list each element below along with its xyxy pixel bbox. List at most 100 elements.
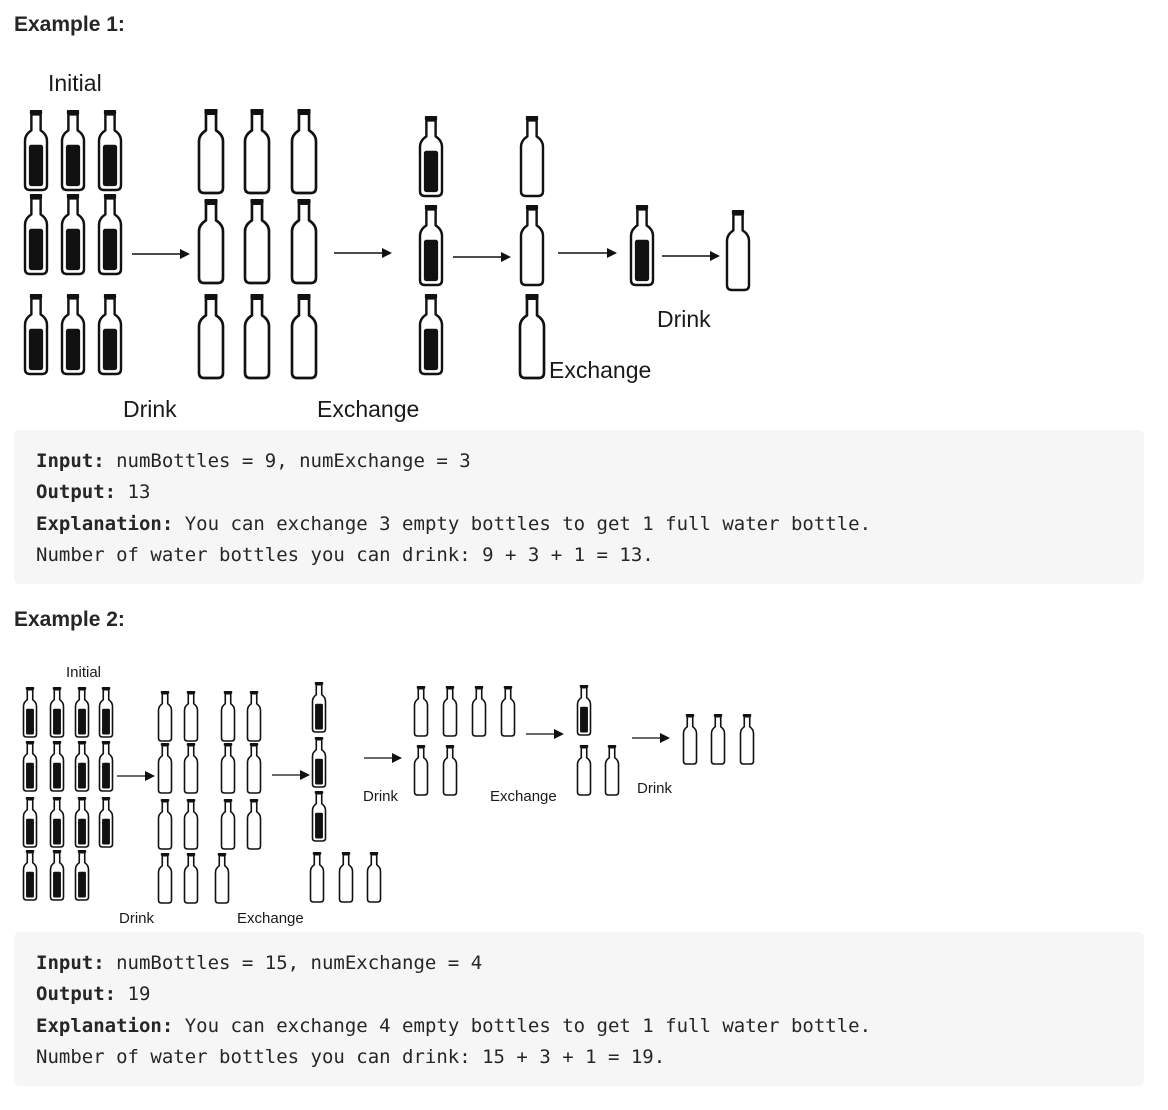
empty-bottle-icon bbox=[248, 743, 261, 793]
empty-bottle-icon bbox=[159, 799, 172, 849]
example-2-heading: Example 2: bbox=[14, 608, 125, 632]
output-key: Output: bbox=[36, 983, 116, 1005]
full-bottle-icon bbox=[24, 850, 37, 900]
explanation-key: Explanation: bbox=[36, 513, 173, 535]
empty-bottle-icon bbox=[245, 294, 269, 378]
empty-bottle-icon bbox=[248, 691, 261, 741]
empty-bottle-icon bbox=[473, 686, 486, 736]
full-bottle-icon bbox=[76, 797, 89, 847]
full-bottle-icon bbox=[24, 687, 37, 737]
empty-bottle-icon bbox=[415, 686, 428, 736]
right-arrow-icon bbox=[132, 249, 190, 259]
drink-label: Drink bbox=[637, 780, 672, 797]
exchange-label: Exchange bbox=[490, 788, 557, 805]
output-line: Output: 13 bbox=[36, 477, 1122, 508]
empty-bottle-icon bbox=[741, 714, 754, 764]
full-bottle-icon bbox=[420, 116, 442, 196]
empty-bottle-icon bbox=[222, 691, 235, 741]
full-bottle-icon bbox=[100, 797, 113, 847]
explanation-value: You can exchange 3 empty bottles to get … bbox=[173, 513, 871, 535]
full-bottle-icon bbox=[100, 741, 113, 791]
explanation-key: Explanation: bbox=[36, 1015, 173, 1037]
full-bottle-icon bbox=[76, 741, 89, 791]
full-bottle-icon bbox=[313, 791, 326, 841]
example-2-illustration: Initial Drink Exchange Drink Exchange Dr… bbox=[0, 655, 1168, 931]
initial-label: Initial bbox=[66, 664, 101, 681]
output-value: 13 bbox=[116, 481, 150, 503]
empty-bottle-icon bbox=[222, 799, 235, 849]
input-value: numBottles = 15, numExchange = 4 bbox=[105, 952, 483, 974]
example-1-code-block: Input: numBottles = 9, numExchange = 3 O… bbox=[14, 430, 1144, 584]
empty-bottle-icon bbox=[311, 852, 324, 902]
full-bottle-icon bbox=[51, 741, 64, 791]
full-bottle-icon bbox=[62, 194, 84, 274]
empty-bottle-icon bbox=[578, 745, 591, 795]
empty-bottle-icon bbox=[199, 294, 223, 378]
right-arrow-icon bbox=[526, 729, 564, 739]
output-line: Output: 19 bbox=[36, 979, 1122, 1010]
right-arrow-icon bbox=[272, 770, 310, 780]
full-bottle-icon bbox=[62, 110, 84, 190]
empty-bottle-icon bbox=[340, 852, 353, 902]
empty-bottle-icon bbox=[245, 199, 269, 283]
empty-bottle-icon bbox=[684, 714, 697, 764]
full-bottle-icon bbox=[420, 205, 442, 285]
empty-bottle-icon bbox=[606, 745, 619, 795]
right-arrow-icon bbox=[662, 251, 720, 261]
empty-bottle-icon bbox=[415, 745, 428, 795]
empty-bottle-icon bbox=[159, 743, 172, 793]
output-key: Output: bbox=[36, 481, 116, 503]
empty-bottle-icon bbox=[185, 743, 198, 793]
empty-bottle-icon bbox=[712, 714, 725, 764]
full-bottle-icon bbox=[62, 294, 84, 374]
right-arrow-icon bbox=[117, 771, 155, 781]
full-bottle-icon bbox=[99, 194, 121, 274]
empty-bottle-icon bbox=[520, 294, 544, 378]
empty-bottle-icon bbox=[185, 691, 198, 741]
right-arrow-icon bbox=[453, 252, 511, 262]
empty-bottle-icon bbox=[292, 294, 316, 378]
empty-bottle-icon bbox=[216, 853, 229, 903]
explanation-line: Explanation: You can exchange 3 empty bo… bbox=[36, 509, 1122, 540]
empty-bottle-icon bbox=[292, 199, 316, 283]
empty-bottle-icon bbox=[199, 109, 223, 193]
exchange-label: Exchange bbox=[317, 396, 419, 423]
explanation-value: You can exchange 4 empty bottles to get … bbox=[173, 1015, 871, 1037]
drink-label: Drink bbox=[657, 306, 711, 333]
drink-label: Drink bbox=[119, 910, 154, 927]
full-bottle-icon bbox=[420, 294, 442, 374]
full-bottle-icon bbox=[578, 685, 591, 735]
drink-label: Drink bbox=[123, 396, 177, 423]
full-bottle-icon bbox=[100, 687, 113, 737]
full-bottle-icon bbox=[313, 737, 326, 787]
full-bottle-icon bbox=[99, 110, 121, 190]
empty-bottle-icon bbox=[159, 691, 172, 741]
example-2-code-block: Input: numBottles = 15, numExchange = 4 … bbox=[14, 932, 1144, 1086]
full-bottle-icon bbox=[24, 741, 37, 791]
empty-bottle-icon bbox=[292, 109, 316, 193]
full-bottle-icon bbox=[51, 687, 64, 737]
input-line: Input: numBottles = 15, numExchange = 4 bbox=[36, 948, 1122, 979]
empty-bottle-icon bbox=[444, 745, 457, 795]
empty-bottle-icon bbox=[199, 199, 223, 283]
full-bottle-icon bbox=[51, 797, 64, 847]
full-bottle-icon bbox=[313, 682, 326, 732]
empty-bottle-icon bbox=[521, 116, 543, 196]
empty-bottle-icon bbox=[222, 743, 235, 793]
drink-label: Drink bbox=[363, 788, 398, 805]
right-arrow-icon bbox=[558, 248, 617, 258]
example-1-heading: Example 1: bbox=[14, 13, 125, 37]
empty-bottle-icon bbox=[444, 686, 457, 736]
exchange-label: Exchange bbox=[237, 910, 304, 927]
exchange-label: Exchange bbox=[549, 357, 651, 384]
input-line: Input: numBottles = 9, numExchange = 3 bbox=[36, 446, 1122, 477]
empty-bottle-icon bbox=[185, 853, 198, 903]
explanation-line: Explanation: You can exchange 4 empty bo… bbox=[36, 1011, 1122, 1042]
full-bottle-icon bbox=[631, 205, 653, 285]
initial-label: Initial bbox=[48, 70, 102, 97]
bottle-diagram-2 bbox=[0, 655, 1168, 931]
input-key: Input: bbox=[36, 450, 105, 472]
output-value: 19 bbox=[116, 983, 150, 1005]
empty-bottle-icon bbox=[185, 799, 198, 849]
full-bottle-icon bbox=[76, 850, 89, 900]
